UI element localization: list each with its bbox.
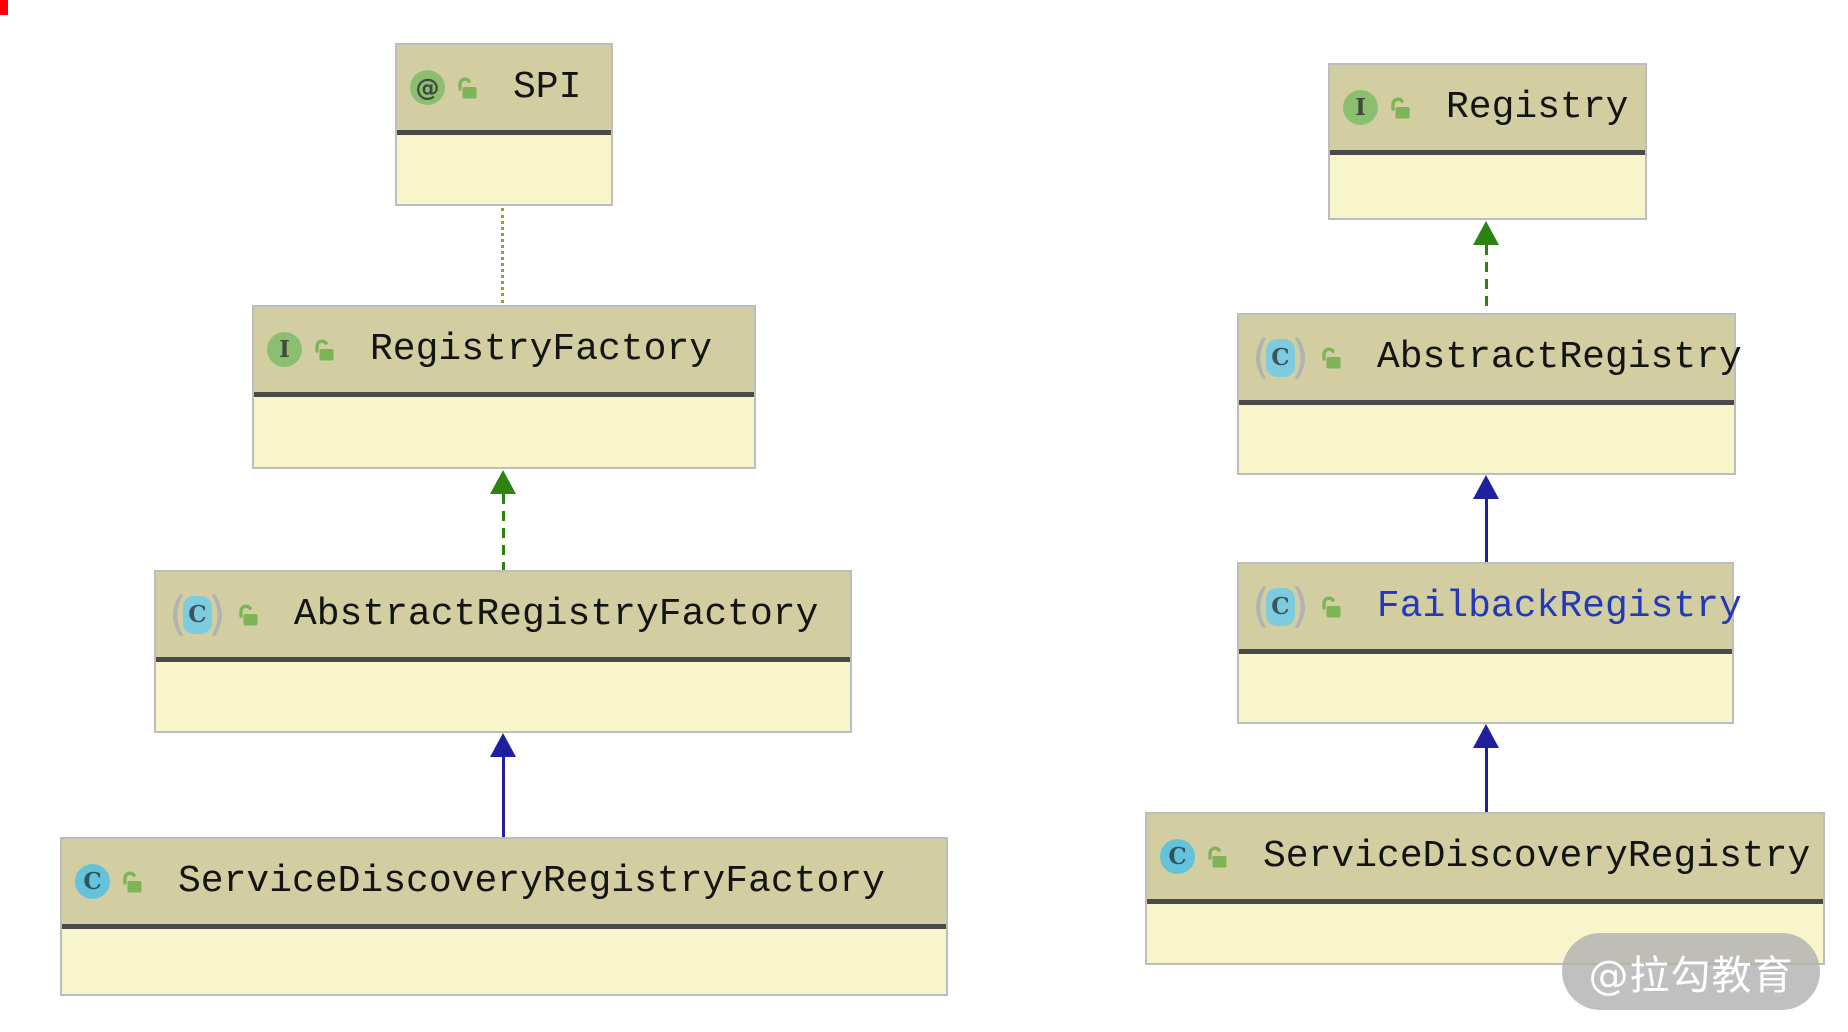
node-header: C ServiceDiscoveryRegistryFactory	[62, 839, 946, 929]
node-header: ( C ) FailbackRegistry	[1239, 564, 1742, 654]
extends-arrowhead-icon	[1473, 724, 1499, 748]
extends-arrowhead-icon	[490, 733, 516, 757]
class-name: AbstractRegistry	[1376, 336, 1742, 379]
node-fields-compartment	[1239, 654, 1732, 722]
public-lock-icon	[1322, 596, 1341, 617]
edge-extends-failbackregistry-to-abstractregistry	[1485, 499, 1488, 562]
abstract-class-icon: ( C )	[169, 587, 226, 641]
paren-right: )	[1290, 330, 1309, 384]
edge-annotation-registryfactory-to-spi	[501, 208, 504, 303]
node-header: I Registry	[1330, 65, 1645, 155]
paren-left: (	[169, 587, 187, 641]
node-fields-compartment	[156, 662, 850, 731]
class-node-registry[interactable]: I Registry	[1328, 63, 1647, 220]
class-node-servicediscoveryregistryfactory[interactable]: C ServiceDiscoveryRegistryFactory	[60, 837, 948, 996]
public-lock-icon	[458, 77, 477, 98]
paren-right: )	[1290, 579, 1309, 633]
class-name: ServiceDiscoveryRegistry	[1263, 835, 1811, 878]
public-lock-icon	[1391, 97, 1410, 118]
paren-right: )	[207, 587, 226, 641]
edge-implements-abstractregistryfactory-to-registryfactory	[502, 494, 505, 570]
abstract-class-icon: ( C )	[1252, 330, 1309, 384]
class-name: ServiceDiscoveryRegistryFactory	[178, 860, 885, 903]
implements-arrowhead-icon	[1473, 221, 1499, 245]
node-header: I RegistryFactory	[254, 307, 754, 397]
node-fields-compartment	[1239, 405, 1734, 473]
paren-left: (	[1252, 579, 1270, 633]
public-lock-icon	[123, 871, 142, 892]
class-name: Registry	[1446, 86, 1629, 129]
screen-corner-artifact	[0, 0, 8, 15]
implements-arrowhead-icon	[490, 470, 516, 494]
class-glyph: C	[1265, 338, 1295, 377]
class-icon: C	[75, 864, 110, 899]
edge-extends-servicediscoveryregistry-to-failbackregistry	[1485, 748, 1488, 812]
interface-icon: I	[1343, 90, 1378, 125]
node-fields-compartment	[62, 929, 946, 994]
class-node-abstractregistry[interactable]: ( C ) AbstractRegistry	[1237, 313, 1742, 475]
node-fields-compartment	[397, 135, 611, 204]
class-node-failbackregistry[interactable]: ( C ) FailbackRegistry	[1237, 562, 1742, 724]
class-node-registryfactory[interactable]: I RegistryFactory	[252, 305, 756, 469]
class-node-abstractregistryfactory[interactable]: ( C ) AbstractRegistryFactory	[154, 570, 852, 733]
node-header: C ServiceDiscoveryRegistry	[1147, 814, 1823, 904]
edge-extends-servicediscoveryregistryfactory-to-abstractregistryfactory	[502, 757, 505, 837]
watermark-badge: @拉勾教育	[1562, 933, 1820, 1010]
public-lock-icon	[1208, 846, 1227, 867]
extends-arrowhead-icon	[1473, 475, 1499, 499]
node-fields-compartment	[254, 397, 754, 467]
public-lock-icon	[1322, 347, 1341, 368]
annotation-icon: @	[410, 70, 445, 105]
class-icon: C	[1160, 839, 1195, 874]
class-glyph: C	[1265, 587, 1295, 626]
interface-icon: I	[267, 332, 302, 367]
node-fields-compartment	[1330, 155, 1645, 218]
watermark-text: @拉勾教育	[1588, 952, 1794, 999]
class-name: AbstractRegistryFactory	[293, 593, 819, 636]
public-lock-icon	[239, 604, 258, 625]
class-name: RegistryFactory	[370, 328, 713, 371]
class-glyph: C	[182, 595, 212, 634]
paren-left: (	[1252, 330, 1270, 384]
node-header: ( C ) AbstractRegistry	[1239, 315, 1742, 405]
abstract-class-icon: ( C )	[1252, 579, 1309, 633]
node-header: @ SPI	[397, 45, 611, 135]
node-header: ( C ) AbstractRegistryFactory	[156, 572, 850, 662]
class-name: SPI	[513, 66, 582, 109]
class-name: FailbackRegistry	[1376, 585, 1742, 628]
edge-implements-abstractregistry-to-registry	[1485, 245, 1488, 313]
public-lock-icon	[315, 339, 334, 360]
class-node-spi[interactable]: @ SPI	[395, 43, 613, 206]
